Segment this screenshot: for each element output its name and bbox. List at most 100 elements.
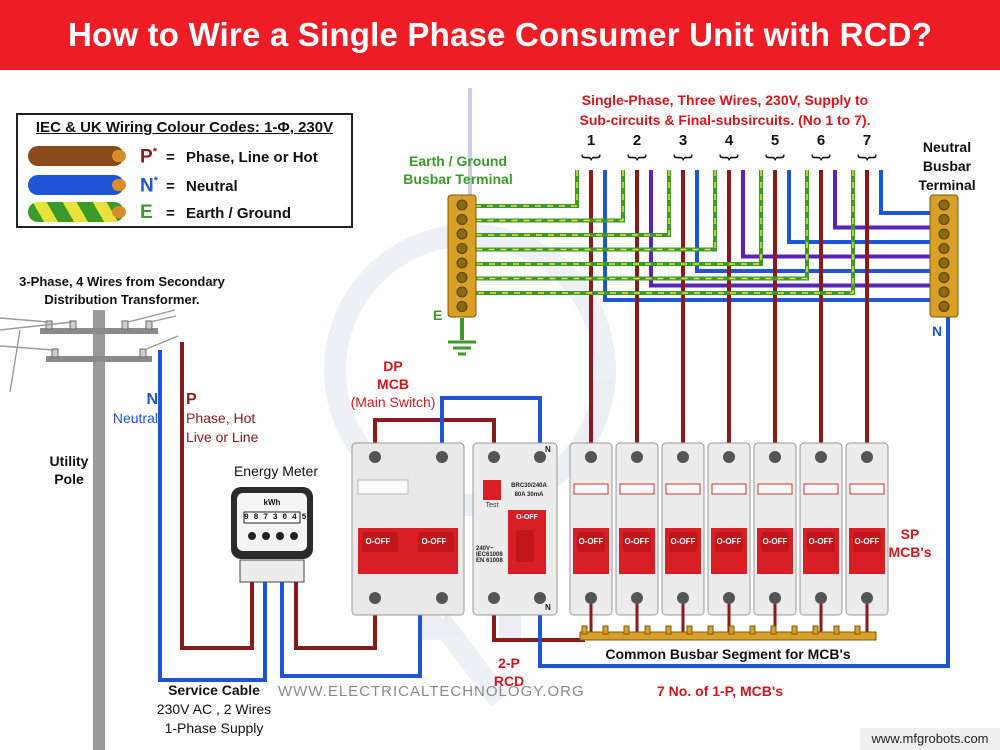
supply-line-1: Single-Phase, Three Wires, 230V, Supply …	[581, 92, 869, 108]
busbar-screw-icon	[938, 286, 950, 298]
circuit-earth-stripe	[476, 170, 578, 207]
ground-symbol-icon	[448, 340, 476, 356]
sp-mcb-off: O-OFF	[854, 537, 880, 546]
circuit-earth-stripe	[476, 170, 854, 294]
legend-label-neutral: Neutral	[186, 178, 238, 195]
circuit-number: 1	[586, 132, 596, 149]
circuit-earth-stripe	[476, 170, 624, 222]
busbar-screw-icon	[456, 199, 468, 211]
circuit-brace-icon: }	[626, 154, 649, 161]
neutral-busbar-line-1: Neutral	[922, 139, 972, 155]
transformer-line-1: 3-Phase, 4 Wires from Secondary	[19, 274, 225, 289]
circuit-neutral-wire	[787, 170, 930, 244]
phase-letter: P	[186, 391, 197, 408]
service-cable-label: Service Cable 230V AC , 2 Wires 1-Phase …	[146, 681, 282, 738]
circuit-number: 5	[770, 132, 780, 149]
transformer-label: 3-Phase, 4 Wires from Secondary Distribu…	[6, 273, 238, 309]
busbar-screw-icon	[938, 199, 950, 211]
service-cable-line-1: Service Cable	[168, 682, 260, 698]
rcd-spec: 240V~ IEC61008 EN 61008	[476, 546, 508, 564]
sp-mcb-off: O-OFF	[762, 537, 788, 546]
circuit-number: 7	[862, 132, 872, 149]
pole-line-2: Pole	[54, 471, 84, 487]
legend-letter-e: E	[140, 202, 153, 223]
utility-pole-icon	[0, 309, 179, 750]
supply-line-2: Sub-circuits & Final-subsircuits. (No 1 …	[579, 112, 871, 128]
common-busbar-segment	[579, 625, 877, 641]
circuit-brace-icon: }	[580, 154, 603, 161]
energy-meter-title: Energy Meter	[233, 463, 319, 479]
credit-footer: www.mfgrobots.com	[860, 728, 1000, 750]
legend-label-phase: Phase, Line or Hot	[186, 149, 318, 166]
neutral-busbar-label: Neutral Busbar Terminal	[912, 138, 982, 195]
phase-wire-meter-out	[294, 580, 377, 650]
rcd-spec-3: EN 61008	[476, 558, 503, 564]
rcd-n-top: N	[545, 445, 551, 454]
phase-line-2: Live or Line	[186, 429, 259, 445]
circuit-earth-stripe	[476, 170, 808, 280]
legend-eq-p: =	[166, 149, 175, 166]
colour-code-legend: IEC & UK Wiring Colour Codes: 1-Φ, 230V …	[16, 113, 353, 228]
legend-row-neutral: N* = Neutral	[28, 172, 348, 198]
dp-mcb-line-1: DP	[383, 358, 403, 374]
busbar-segment-label: Common Busbar Segment for MCB's	[605, 646, 851, 662]
legend-eq-e: =	[166, 205, 175, 222]
circuit-brace-icon: }	[810, 154, 833, 161]
meter-unit: kWh	[263, 498, 281, 507]
brown-wire-icon	[28, 146, 124, 166]
sp-mcb	[845, 442, 889, 634]
legend-title: IEC & UK Wiring Colour Codes: 1-Φ, 230V	[35, 119, 334, 136]
rcd-device	[472, 442, 558, 616]
title-banner: How to Wire a Single Phase Consumer Unit…	[0, 0, 1000, 70]
earth-busbar	[447, 194, 477, 318]
busbar-screw-icon	[938, 301, 950, 312]
sp-mcbs-line-1: SP	[900, 526, 920, 542]
legend-row-earth: E = Earth / Ground	[28, 199, 348, 225]
sp-mcb	[569, 442, 613, 634]
copper-end-icon	[112, 150, 126, 162]
copper-end-icon	[112, 206, 126, 218]
dp-mcb-label: DP MCB (Main Switch)	[348, 357, 438, 411]
sp-mcb	[799, 442, 843, 634]
busbar-screw-icon	[938, 214, 950, 225]
circuit-brace-icon: }	[718, 154, 741, 161]
neutral-text: Neutral	[112, 410, 158, 426]
circuit-number: 3	[678, 132, 688, 149]
supply-description: Single-Phase, Three Wires, 230V, Supply …	[560, 90, 890, 130]
busbar-screw-icon	[938, 257, 950, 269]
legend-row-phase: P* = Phase, Line or Hot	[28, 143, 348, 169]
transformer-line-2: Distribution Transformer.	[44, 292, 200, 307]
meter-reading: 9 8 7 3 0 4 5	[244, 513, 307, 522]
dp-mcb-line-2: MCB	[377, 376, 409, 392]
sp-mcbs-line-2: MCB's	[888, 544, 932, 560]
phase-label: P Phase, Hot Live or Line	[186, 390, 260, 447]
service-cable-line-3: 1-Phase Supply	[164, 720, 264, 736]
sp-mcb	[661, 442, 705, 634]
rcd-label: 2-P RCD	[484, 654, 534, 690]
neutral-busbar-line-2: Busbar	[922, 158, 972, 174]
earth-busbar-line-2: Busbar Terminal	[403, 171, 513, 187]
circuit-earth-stripe	[476, 170, 670, 236]
dp-mcb-line-3: (Main Switch)	[350, 394, 436, 410]
circuit-earth-wire	[476, 170, 763, 266]
sp-mcb	[615, 442, 659, 634]
circuit-neutral-wire	[833, 170, 930, 230]
circuit-neutral-wire	[649, 170, 930, 288]
busbar-screw-icon	[456, 301, 468, 312]
energy-meter	[231, 487, 313, 583]
busbar-screw-icon	[938, 243, 950, 254]
dp-mcb-off-left: O-OFF	[365, 537, 391, 546]
circuit-earth-wire	[476, 170, 855, 295]
busbar-screw-icon	[456, 214, 468, 225]
pole-label: Utility Pole	[40, 452, 98, 488]
neutral-letter: N	[146, 391, 158, 408]
pole-line-1: Utility	[49, 453, 89, 469]
rcd-line-2: RCD	[493, 673, 525, 689]
phase-line-1: Phase, Hot	[186, 410, 256, 426]
busbar-screw-icon	[456, 228, 468, 240]
rcd-model: BRC30/240A	[511, 483, 547, 489]
busbar-screw-icon	[456, 286, 468, 298]
sp-mcb-off: O-OFF	[670, 537, 696, 546]
legend-sup-p: *	[152, 146, 157, 158]
circuit-earth-stripe	[476, 170, 716, 251]
